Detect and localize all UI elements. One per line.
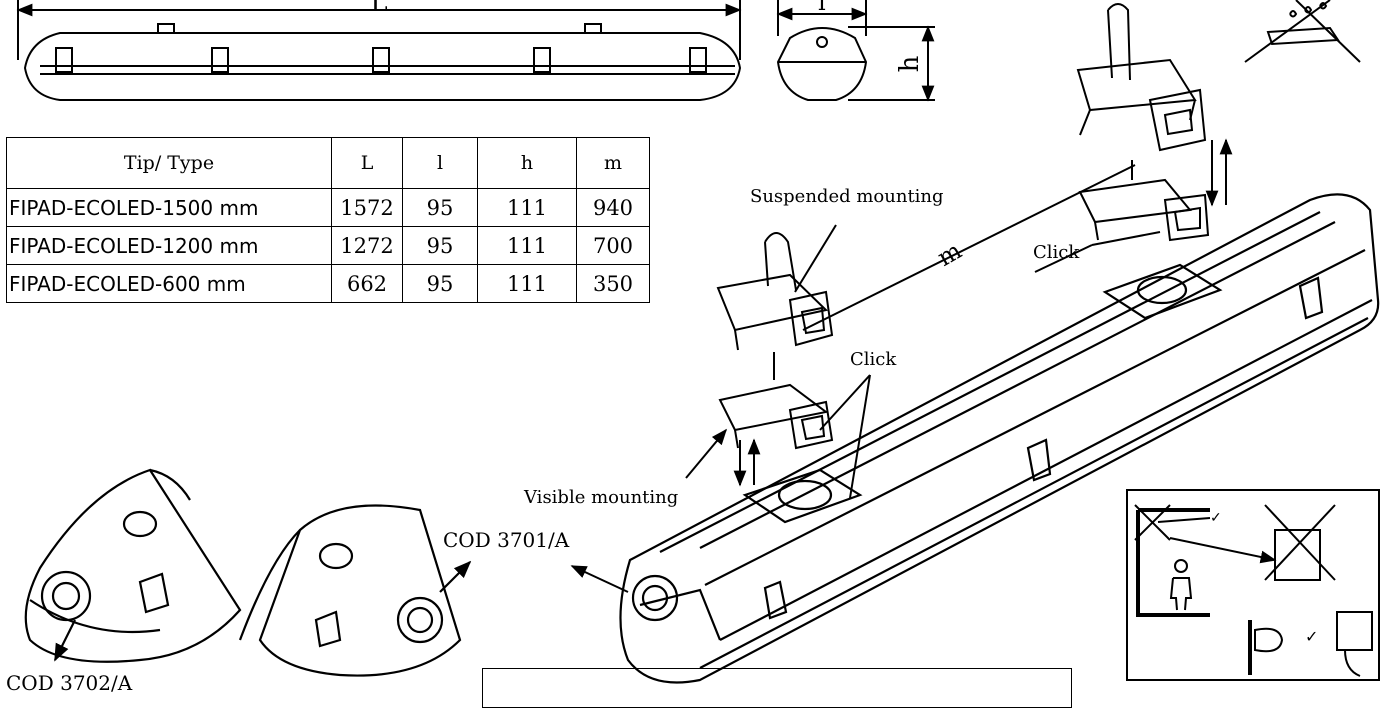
cell-type: FIPAD-ECOLED-1200 mm (6, 226, 332, 265)
table-row: FIPAD-ECOLED-1200 mm 1272 95 111 700 (6, 226, 650, 265)
header-L: L (331, 137, 403, 189)
cell-type: FIPAD-ECOLED-1500 mm (6, 188, 332, 227)
dimension-l-label: l (818, 0, 826, 16)
cell-L: 662 (331, 264, 403, 303)
label-click-bottom: Click (850, 349, 897, 370)
label-cod-3702: COD 3702/A (6, 671, 133, 695)
cell-l: 95 (402, 226, 478, 265)
water-spray-warning-icon (1244, 0, 1361, 63)
label-suspended-mounting: Suspended mounting (750, 186, 944, 207)
cell-h: 111 (477, 188, 577, 227)
check-mark-top: ✓ (1210, 510, 1222, 526)
cell-l: 95 (402, 188, 478, 227)
mount-pad-rear (1102, 263, 1223, 320)
table-row: FIPAD-ECOLED-1500 mm 1572 95 111 940 (6, 188, 650, 227)
table-row: FIPAD-ECOLED-600 mm 662 95 111 350 (6, 264, 650, 303)
label-visible-mounting: Visible mounting (523, 487, 678, 508)
side-view-drawing (16, 0, 742, 101)
cell-m: 940 (576, 188, 650, 227)
suspended-bracket-top (1076, 3, 1233, 207)
suspended-bracket-left (716, 224, 837, 351)
bottom-note-box (482, 668, 1072, 708)
surface-bracket-top (1078, 160, 1210, 242)
clip-perspective (763, 276, 1324, 620)
cell-m: 350 (576, 264, 650, 303)
dimension-m-line (802, 164, 1136, 331)
cell-L: 1572 (331, 188, 403, 227)
dimension-L-label: L (370, 0, 387, 18)
visible-bracket-left (685, 352, 834, 487)
end-cap-detail-left (24, 468, 242, 663)
label-click-top: Click (1033, 242, 1080, 263)
check-mark-bottom: ✓ (1305, 627, 1318, 646)
clip-row (55, 47, 707, 73)
header-type: Tip/ Type (6, 137, 332, 189)
luminaire-perspective (619, 193, 1380, 684)
cell-h: 111 (477, 226, 577, 265)
header-h: h (477, 137, 577, 189)
dimension-m-label: m (933, 236, 967, 272)
cell-type: FIPAD-ECOLED-600 mm (6, 264, 332, 303)
spec-table: Tip/ Type L l h m FIPAD-ECOLED-1500 mm 1… (6, 137, 650, 303)
mount-pad-front (742, 468, 863, 524)
cell-l: 95 (402, 264, 478, 303)
end-cap-detail-right (238, 504, 472, 677)
end-view-drawing (776, 0, 935, 102)
dimension-h-label: h (895, 55, 925, 72)
click-pointers (819, 231, 1161, 499)
header-m: m (576, 137, 650, 189)
cod-3701-arrow (570, 565, 629, 593)
label-cod-3701: COD 3701/A (443, 528, 570, 552)
cell-m: 700 (576, 226, 650, 265)
cell-L: 1272 (331, 226, 403, 265)
cell-h: 111 (477, 264, 577, 303)
table-header-row: Tip/ Type L l h m (6, 137, 650, 189)
installation-guide-inset (1126, 489, 1380, 681)
header-l: l (402, 137, 478, 189)
